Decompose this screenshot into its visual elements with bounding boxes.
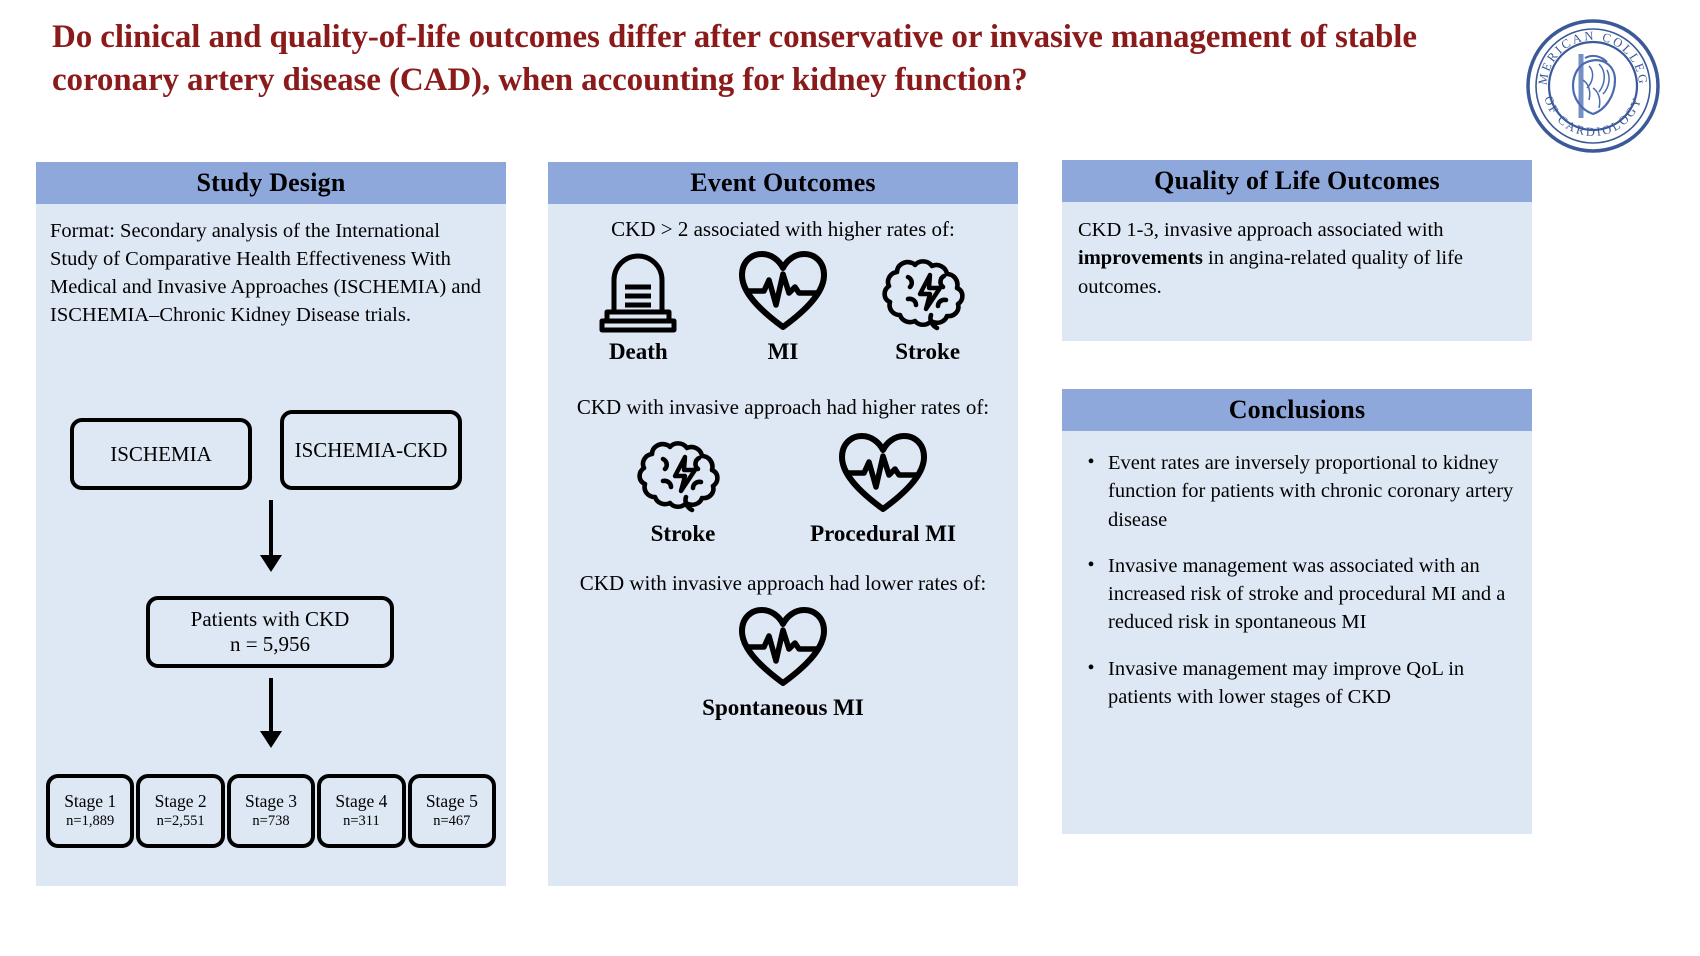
stage-4-count: n=311 [343, 812, 380, 829]
title-block: Do clinical and quality-of-life outcomes… [52, 16, 1472, 101]
stage-3-count: n=738 [252, 812, 290, 829]
event-item-spontaneous-mi: Spontaneous MI [702, 605, 864, 724]
event-group1-lead: CKD > 2 associated with higher rates of: [611, 217, 955, 241]
event-item-procedural-mi: Procedural MI [783, 431, 983, 550]
flow-box-patients-with-ckd: Patients with CKD n = 5,956 [146, 596, 394, 668]
heart-ecg-icon [739, 607, 827, 687]
conclusion-text-3: Invasive management may improve QoL in p… [1108, 657, 1465, 708]
brain-lightning-icon [882, 259, 965, 331]
conclusion-text-1: Event rates are inversely proportional t… [1108, 452, 1514, 531]
conclusions-header: Conclusions [1062, 389, 1532, 431]
stage-2-name: Stage 2 [154, 790, 207, 811]
event-group3-icon-row: Spontaneous MI [566, 605, 1000, 724]
event-group2-icon-row: Stroke Procedural MI [566, 431, 1000, 550]
patients-box-line1: Patients with CKD [190, 607, 350, 632]
patients-box-line2: n = 5,956 [229, 632, 311, 656]
conclusion-text-2: Invasive management was associated with … [1108, 554, 1506, 634]
flow-box-ischemia: ISCHEMIA [70, 418, 252, 490]
event-item-death: Death [566, 249, 711, 368]
heart-ecg-icon [839, 433, 927, 513]
event-group2-lead: CKD with invasive approach had higher ra… [576, 394, 990, 419]
heart-ecg-icon [739, 251, 827, 331]
stage-row: Stage 1 n=1,889 Stage 2 n=2,551 Stage 3 … [46, 774, 497, 848]
panel-study-design: Study Design Format: Secondary analysis … [36, 162, 506, 886]
stage-2-count: n=2,551 [156, 812, 205, 829]
quality-of-life-header: Quality of Life Outcomes [1062, 160, 1532, 202]
brain-lightning-icon [637, 441, 720, 513]
arrow-shaft [269, 678, 273, 732]
conclusion-bullet-3: • Invasive management may improve QoL in… [1074, 655, 1516, 712]
event-group1-icon-row: Death MI [566, 249, 1000, 368]
label-procedural-mi: Procedural MI [810, 521, 956, 547]
stage-5-count: n=467 [433, 812, 471, 829]
event-outcomes-body: CKD > 2 associated with higher rates of:… [548, 204, 1018, 886]
stage-box-5: Stage 5 n=467 [407, 774, 497, 848]
label-mi: MI [767, 339, 799, 365]
arrow-shaft [269, 500, 273, 556]
tombstone-icon [599, 253, 677, 333]
flow-box-ischemia-ckd-label: ISCHEMIA-CKD [294, 437, 448, 462]
study-design-body: Format: Secondary analysis of the Intern… [36, 204, 506, 886]
conclusions-body: • Event rates are inversely proportional… [1062, 431, 1532, 834]
bullet-point-icon: • [1087, 451, 1095, 473]
svg-text:· AMERICAN COLLEGE ·: · AMERICAN COLLEGE · [1525, 18, 1650, 87]
study-format-text: Format: Secondary analysis of the Intern… [50, 220, 481, 326]
stage-box-2: Stage 2 n=2,551 [136, 774, 225, 848]
svg-text:OF CARDIOLOGY: OF CARDIOLOGY [1541, 94, 1644, 139]
study-design-header: Study Design [36, 162, 506, 204]
event-group3-lead: CKD with invasive approach had lower rat… [579, 570, 987, 595]
stage-4-name: Stage 4 [335, 790, 388, 811]
stage-box-1: Stage 1 n=1,889 [46, 774, 135, 848]
arrow-head [260, 731, 282, 748]
label-stroke-invasive: Stroke [650, 521, 716, 547]
qol-bold-word: improvements [1078, 247, 1203, 270]
label-spontaneous-mi: Spontaneous MI [702, 695, 864, 721]
arrow-down-icon [258, 500, 284, 572]
stage-box-3: Stage 3 n=738 [226, 774, 316, 848]
stage-box-4: Stage 4 n=311 [317, 774, 406, 848]
bullet-point-icon: • [1087, 553, 1095, 576]
page-title: Do clinical and quality-of-life outcomes… [52, 19, 1417, 98]
flow-box-ischemia-ckd: ISCHEMIA-CKD [280, 410, 462, 490]
event-item-stroke: Stroke [855, 249, 1000, 368]
stage-5-name: Stage 5 [425, 790, 478, 811]
panel-event-outcomes: Event Outcomes CKD > 2 associated with h… [548, 162, 1018, 886]
arrow-down-icon [258, 678, 284, 748]
qol-text-after: in angina-related quality of life outcom… [1078, 247, 1464, 298]
conclusion-bullet-2: • Invasive management was associated wit… [1074, 552, 1516, 637]
stage-1-name: Stage 1 [64, 790, 117, 811]
event-outcomes-header: Event Outcomes [548, 162, 1018, 204]
bullet-point-icon: • [1087, 656, 1095, 679]
arrow-head [260, 555, 282, 572]
panel-column-right: Quality of Life Outcomes CKD 1-3, invasi… [1062, 160, 1532, 834]
label-stroke: Stroke [895, 339, 961, 365]
stage-1-count: n=1,889 [66, 812, 115, 829]
stage-3-name: Stage 3 [245, 790, 298, 811]
quality-of-life-body: CKD 1-3, invasive approach associated wi… [1062, 202, 1532, 341]
acc-logo: · AMERICAN COLLEGE · OF CARDIOLOGY [1519, 7, 1661, 154]
label-death: Death [608, 339, 668, 365]
conclusion-bullet-1: • Event rates are inversely proportional… [1074, 449, 1516, 534]
qol-text-before: CKD 1-3, invasive approach associated wi… [1078, 219, 1444, 241]
event-item-stroke-invasive: Stroke [583, 431, 783, 550]
flow-box-ischemia-label: ISCHEMIA [110, 441, 212, 466]
event-item-mi: MI [711, 249, 856, 368]
